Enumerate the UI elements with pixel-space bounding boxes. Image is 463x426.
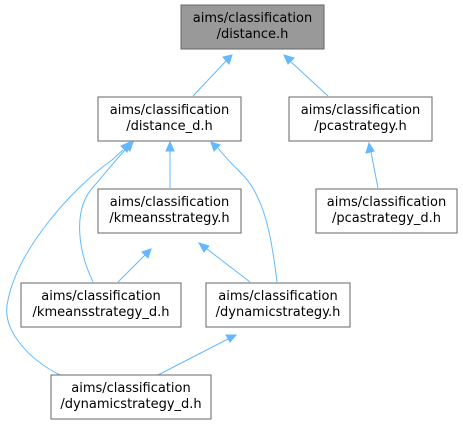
node-dynamicstrategy-h-line1: aims/classification xyxy=(218,289,337,304)
node-dynamicstrategy-d-h[interactable]: aims/classification /dynamicstrategy_d.h xyxy=(50,374,212,420)
node-distance-d-h-line2: /distance_d.h xyxy=(126,119,213,134)
node-distance-h-line2: /distance.h xyxy=(217,27,289,42)
edge-distance-d-to-distance xyxy=(192,54,233,97)
node-pcastrategy-d-h[interactable]: aims/classification /pcastrategy_d.h xyxy=(315,188,458,234)
node-pcastrategy-d-h-line1: aims/classification xyxy=(327,195,446,210)
node-kmeansstrategy-h-line2: /kmeansstrategy.h xyxy=(109,211,229,226)
edge-pcastrategy-d-to-pcastrategy xyxy=(365,141,379,189)
node-distance-d-h-line1: aims/classification xyxy=(110,103,229,118)
node-kmeansstrategy-d-h-line2: /kmeansstrategy_d.h xyxy=(33,305,170,320)
node-kmeansstrategy-h[interactable]: aims/classification /kmeansstrategy.h xyxy=(97,188,242,234)
node-dynamicstrategy-h[interactable]: aims/classification /dynamicstrategy.h xyxy=(205,282,351,328)
edge-kmeansstrategy-to-distance-d xyxy=(165,140,175,188)
node-distance-h-line1: aims/classification xyxy=(193,11,312,26)
node-dynamicstrategy-d-h-line1: aims/classification xyxy=(71,381,190,396)
node-kmeansstrategy-d-h[interactable]: aims/classification /kmeansstrategy_d.h xyxy=(20,282,182,328)
edge-dynamicstrategy-to-distance-d xyxy=(210,141,278,283)
node-dynamicstrategy-h-line2: /dynamicstrategy.h xyxy=(216,305,341,320)
edge-dynamicstrategy-to-kmeansstrategy xyxy=(197,242,251,283)
edge-pcastrategy-to-distance xyxy=(283,54,329,97)
node-kmeansstrategy-h-line1: aims/classification xyxy=(110,195,229,210)
node-pcastrategy-h[interactable]: aims/classification /pcastrategy.h xyxy=(288,96,433,142)
node-pcastrategy-d-h-line2: /pcastrategy_d.h xyxy=(332,211,441,226)
node-dynamicstrategy-d-h-line2: /dynamicstrategy_d.h xyxy=(60,397,201,412)
edge-dynamicstrategy-d-to-distance-d xyxy=(6,141,131,376)
node-distance-d-h[interactable]: aims/classification /distance_d.h xyxy=(97,96,242,142)
node-pcastrategy-h-line1: aims/classification xyxy=(301,103,420,118)
node-distance-h: aims/classification /distance.h xyxy=(180,4,325,50)
edge-dynamicstrategy-d-to-dynamicstrategy xyxy=(157,334,238,376)
node-kmeansstrategy-d-h-line1: aims/classification xyxy=(41,289,160,304)
edge-kmeansstrategy-d-to-kmeansstrategy xyxy=(117,248,152,283)
node-pcastrategy-h-line2: /pcastrategy.h xyxy=(314,119,407,134)
